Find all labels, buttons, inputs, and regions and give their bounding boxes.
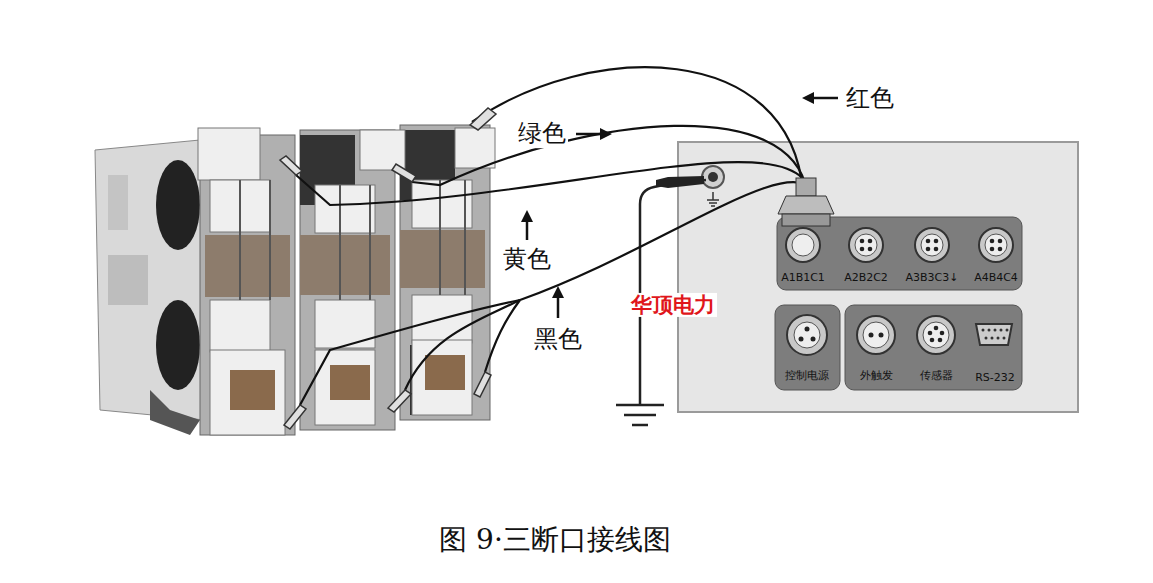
socket-group: 外触发 传感器 RS-232 [845, 305, 1022, 390]
watermark: 华顶电力 [629, 293, 717, 317]
socket-group: 控制电源 [775, 305, 840, 390]
circuit-breaker [95, 125, 495, 435]
socket-label: 外触发 [860, 368, 893, 383]
socket-label: RS-232 [975, 371, 1015, 384]
socket-group: A1B1C1 A2B2C2 A3B3C3↓ A4B4C4 [777, 217, 1022, 290]
callout-arrows [521, 92, 838, 318]
ground-mark [707, 192, 719, 206]
earth-symbol [616, 405, 664, 425]
ground-clip [656, 176, 704, 188]
socket-label: A2B2C2 [844, 271, 888, 284]
wire-color-label: 红色 [844, 85, 896, 113]
socket-band [775, 305, 840, 390]
wire-color-label: 黑色 [532, 326, 584, 354]
sockets [786, 228, 1013, 355]
test-wires [296, 67, 814, 405]
socket-label: 传感器 [920, 368, 953, 383]
wire-color-label: 黄色 [501, 246, 553, 274]
socket-band [845, 305, 1022, 390]
wire-color-label: 绿色 [516, 120, 568, 148]
tester-panel [678, 142, 1078, 412]
ground-terminal-core [708, 172, 718, 182]
socket-label: A1B1C1 [781, 271, 825, 284]
ground-terminal [702, 166, 724, 188]
socket-label: 控制电源 [785, 368, 829, 383]
socket-band [777, 217, 1022, 290]
plug [778, 178, 834, 226]
socket-label: A3B3C3↓ [906, 271, 959, 284]
socket-label: A4B4C4 [974, 271, 1018, 284]
alligator-clips [280, 108, 496, 429]
figure-caption: 图 9·三断口接线图 [439, 521, 671, 559]
